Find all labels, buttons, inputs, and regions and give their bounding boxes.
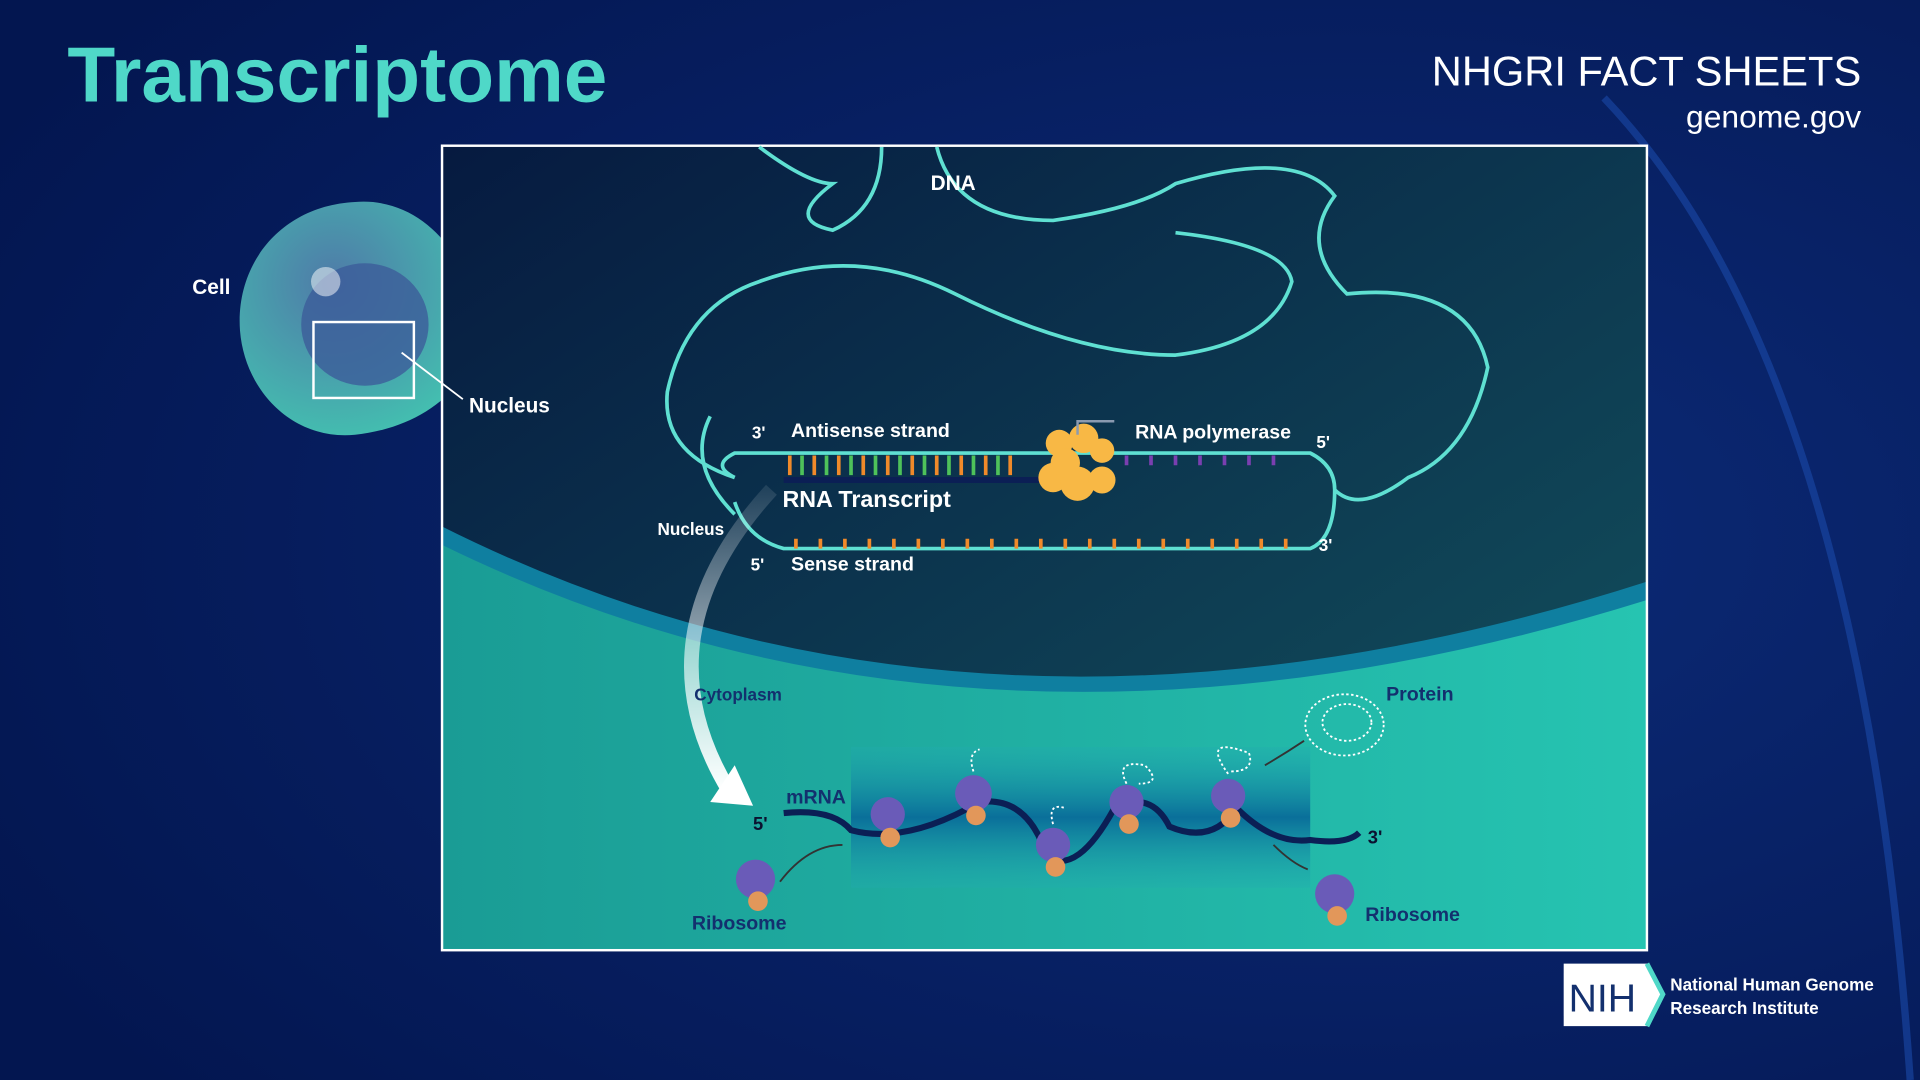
rna-polymerase-label: RNA polymerase bbox=[1135, 421, 1291, 443]
mrna-3-label: 3' bbox=[1368, 827, 1383, 848]
nih-logo-badge bbox=[1563, 963, 1663, 1027]
dna-label: DNA bbox=[931, 172, 976, 195]
highlight bbox=[311, 266, 341, 297]
rna-polymerase bbox=[1038, 423, 1116, 501]
translation-region bbox=[851, 746, 1311, 888]
decorative-arc bbox=[1601, 95, 1914, 1080]
cell-label: Cell bbox=[192, 276, 230, 299]
export-arrow bbox=[684, 484, 777, 794]
website-link[interactable]: genome.gov bbox=[1686, 98, 1861, 134]
mrna-5-label: 5' bbox=[753, 813, 768, 834]
transcription-direction-arrow bbox=[1076, 420, 1115, 435]
ribosomes bbox=[735, 775, 1355, 926]
protein-release-arrow bbox=[1264, 740, 1305, 767]
diagram-labels: DNA 3' Antisense strand RNA polymerase 5… bbox=[658, 172, 1461, 935]
nucleus-label: Nucleus bbox=[469, 395, 550, 418]
ribosome-left-label: Ribosome bbox=[692, 912, 787, 934]
sense-5-label: 5' bbox=[751, 555, 765, 575]
series-label: NHGRI FACT SHEETS bbox=[1432, 48, 1861, 95]
nih-logo-chevron bbox=[1644, 962, 1666, 1028]
antisense-5-label: 5' bbox=[1316, 432, 1330, 452]
cell-illustration bbox=[239, 201, 476, 436]
base-pairs bbox=[787, 455, 1288, 549]
dna-strand bbox=[665, 145, 1490, 551]
protein-label: Protein bbox=[1386, 683, 1453, 705]
cytoplasm-label: Cytoplasm bbox=[694, 684, 782, 704]
ribosome-exit-arrow bbox=[1272, 844, 1309, 871]
antisense-strand-label: Antisense strand bbox=[791, 420, 950, 442]
ribosome-entry-arrow bbox=[779, 843, 843, 883]
panel-border bbox=[440, 144, 1649, 952]
nih-logo[interactable]: NIH bbox=[1563, 962, 1666, 1028]
zoom-box bbox=[312, 320, 416, 400]
mrna-label: mRNA bbox=[786, 786, 846, 808]
antisense-3-label: 3' bbox=[752, 422, 766, 442]
ribosome-right-label: Ribosome bbox=[1365, 904, 1460, 926]
institute-name-line2: Research Institute bbox=[1670, 998, 1818, 1018]
institute-name-line1: National Human Genome bbox=[1670, 975, 1874, 995]
nucleus-pointer bbox=[401, 351, 464, 400]
rna-transcript-label: RNA Transcript bbox=[782, 486, 951, 512]
nucleus-region-label: Nucleus bbox=[658, 519, 725, 539]
sense-3-label: 3' bbox=[1319, 535, 1333, 555]
polypeptide-chains bbox=[970, 693, 1385, 825]
nih-logo-text: NIH bbox=[1569, 977, 1636, 1020]
page-title: Transcriptome bbox=[67, 31, 607, 119]
diagram-panel bbox=[440, 144, 1649, 952]
sense-strand-label: Sense strand bbox=[791, 554, 914, 576]
export-arrowhead bbox=[710, 765, 754, 806]
